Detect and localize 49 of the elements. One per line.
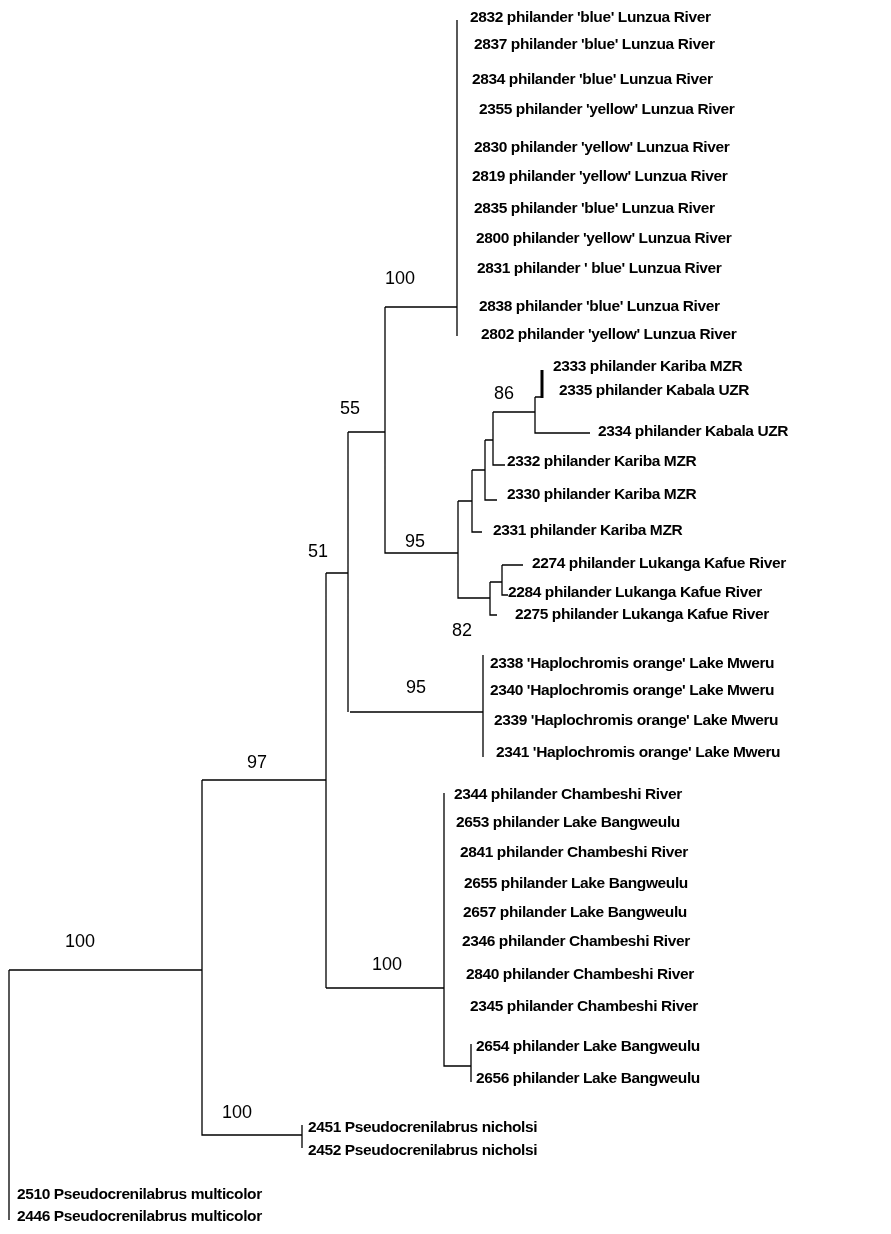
- taxon-label: 2446 Pseudocrenilabrus multicolor: [17, 1206, 262, 1226]
- taxon-label: 2653 philander Lake Bangweulu: [456, 812, 680, 832]
- taxon-label: 2341 'Haplochromis orange' Lake Mweru: [496, 742, 781, 762]
- bootstrap-value: 100: [65, 931, 96, 951]
- taxon-label: 2331 philander Kariba MZR: [493, 520, 683, 540]
- taxon-label: 2452 Pseudocrenilabrus nicholsi: [308, 1140, 538, 1160]
- bootstrap-value: 86: [494, 383, 515, 403]
- taxon-label: 2284 philander Lukanga Kafue River: [508, 582, 762, 602]
- taxon-label: 2334 philander Kabala UZR: [598, 421, 789, 441]
- taxon-label: 2840 philander Chambeshi River: [466, 964, 694, 984]
- taxon-label: 2830 philander 'yellow' Lunzua River: [474, 137, 730, 157]
- bootstrap-value: 97: [247, 752, 268, 772]
- taxon-label: 2834 philander 'blue' Lunzua River: [472, 69, 713, 89]
- taxon-label: 2655 philander Lake Bangweulu: [464, 873, 688, 893]
- bootstrap-value: 100: [222, 1102, 253, 1122]
- taxon-label: 2841 philander Chambeshi River: [460, 842, 688, 862]
- taxon-label: 2510 Pseudocrenilabrus multicolor: [17, 1184, 262, 1204]
- taxon-label: 2802 philander 'yellow' Lunzua River: [481, 324, 737, 344]
- bootstrap-value: 82: [452, 620, 473, 640]
- taxon-label: 2275 philander Lukanga Kafue River: [515, 604, 769, 624]
- taxon-label: 2832 philander 'blue' Lunzua River: [470, 7, 711, 27]
- taxon-label: 2837 philander 'blue' Lunzua River: [474, 34, 715, 54]
- taxon-label: 2835 philander 'blue' Lunzua River: [474, 198, 715, 218]
- bootstrap-value: 95: [405, 531, 426, 551]
- taxon-label: 2800 philander 'yellow' Lunzua River: [476, 228, 732, 248]
- taxon-label: 2344 philander Chambeshi River: [454, 784, 682, 804]
- taxon-label: 2338 'Haplochromis orange' Lake Mweru: [490, 653, 775, 673]
- taxon-label: 2819 philander 'yellow' Lunzua River: [472, 166, 728, 186]
- taxon-label: 2451 Pseudocrenilabrus nicholsi: [308, 1117, 538, 1137]
- bootstrap-value: 51: [308, 541, 329, 561]
- taxon-label: 2654 philander Lake Bangweulu: [476, 1036, 700, 1056]
- taxon-label: 2274 philander Lukanga Kafue River: [532, 553, 786, 573]
- taxon-label: 2339 'Haplochromis orange' Lake Mweru: [494, 710, 779, 730]
- bootstrap-value: 100: [372, 954, 403, 974]
- taxon-label: 2346 philander Chambeshi River: [462, 931, 690, 951]
- taxon-label: 2340 'Haplochromis orange' Lake Mweru: [490, 680, 775, 700]
- taxon-label: 2657 philander Lake Bangweulu: [463, 902, 687, 922]
- taxon-label: 2330 philander Kariba MZR: [507, 484, 697, 504]
- taxon-label: 2335 philander Kabala UZR: [559, 380, 750, 400]
- taxon-label: 2838 philander 'blue' Lunzua River: [479, 296, 720, 316]
- taxon-label: 2345 philander Chambeshi River: [470, 996, 698, 1016]
- taxon-label: 2355 philander 'yellow' Lunzua River: [479, 99, 735, 119]
- taxon-label: 2656 philander Lake Bangweulu: [476, 1068, 700, 1088]
- bootstrap-value: 55: [340, 398, 361, 418]
- bootstrap-value: 95: [406, 677, 427, 697]
- bootstrap-value: 100: [385, 268, 416, 288]
- taxon-label: 2831 philander ' blue' Lunzua River: [477, 258, 722, 278]
- taxon-label: 2333 philander Kariba MZR: [553, 356, 743, 376]
- taxon-label: 2332 philander Kariba MZR: [507, 451, 697, 471]
